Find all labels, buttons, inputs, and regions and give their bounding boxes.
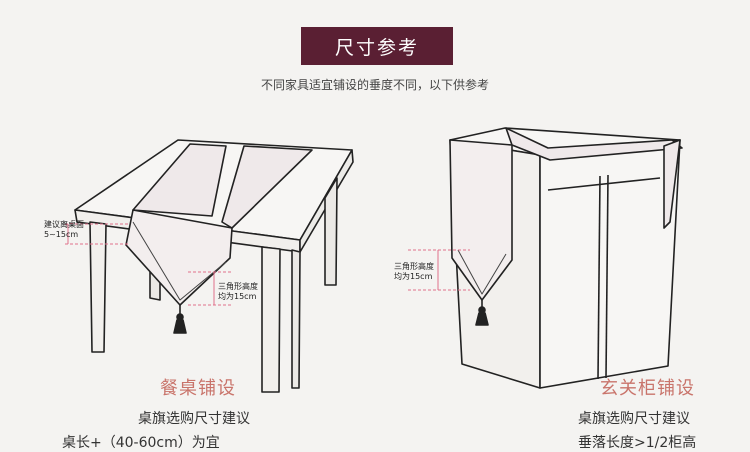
cabinet-triangle-line2: 均为15cm bbox=[394, 272, 433, 281]
table-drop-line2: 5~15cm bbox=[44, 230, 79, 239]
table-triangle-annotation: 三角形高度 均为15cm bbox=[218, 282, 258, 302]
cabinet-triangle-line1: 三角形高度 bbox=[394, 262, 434, 271]
table-guides bbox=[65, 223, 232, 306]
table-drop-annotation: 建议离桌面 5~15cm bbox=[44, 220, 84, 240]
table-triangle-line2: 均为15cm bbox=[218, 292, 257, 301]
cabinet-caption-title: 玄关柜铺设 bbox=[600, 378, 695, 399]
table-caption-line1: 桌旗选购尺寸建议 bbox=[138, 411, 250, 427]
table-caption-line2: 桌长+（40-60cm）为宜 bbox=[62, 435, 220, 451]
cabinet-caption-line1: 桌旗选购尺寸建议 bbox=[578, 411, 690, 427]
table-drop-line1: 建议离桌面 bbox=[44, 220, 84, 229]
table-caption-title: 餐桌铺设 bbox=[160, 378, 236, 399]
section-title: 尺寸参考 bbox=[301, 27, 453, 65]
table-illustration bbox=[74, 139, 354, 393]
table-triangle-line1: 三角形高度 bbox=[218, 282, 258, 291]
cabinet-guides bbox=[408, 249, 470, 291]
cabinet-triangle-annotation: 三角形高度 均为15cm bbox=[394, 262, 434, 282]
section-subtitle: 不同家具适宜铺设的垂度不同，以下供参考 bbox=[260, 78, 489, 92]
cabinet-illustration bbox=[449, 127, 683, 389]
cabinet-caption-line2: 垂落长度>1/2柜高 bbox=[578, 435, 697, 451]
